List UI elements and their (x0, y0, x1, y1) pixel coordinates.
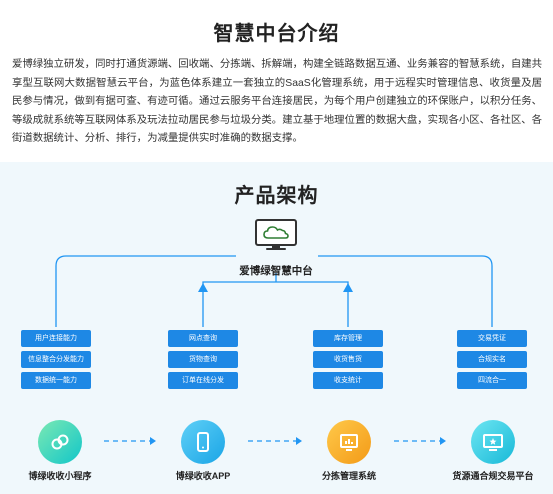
capability-tag: 订单在线分发 (168, 372, 238, 389)
capability-tag: 四流合一 (457, 372, 527, 389)
product-label: 分拣管理系统 (321, 471, 376, 481)
product-label: 博绿收收APP (175, 471, 231, 481)
outer-connector-right (318, 255, 493, 327)
intro-paragraph: 爱博绿独立研发，同时打通货源端、回收端、分拣端、拆解端，构建全链路数据互通、业务… (12, 59, 542, 144)
capability-tag: 用户连接能力 (21, 330, 91, 347)
trading-platform-icon (471, 420, 515, 464)
product-label: 货源通合规交易平台 (452, 471, 534, 481)
product-label: 博绿收收小程序 (28, 471, 92, 481)
connector-lines (55, 255, 493, 445)
capability-tag: 信息整合分发能力 (21, 351, 91, 368)
product-sorting-system: 分拣管理系统 (289, 420, 409, 482)
capability-column-1: 用户连接能力 信息整合分发能力 数据统一能力 (21, 330, 91, 393)
capability-tag: 收支统计 (313, 372, 383, 389)
capability-tag: 货物查询 (168, 351, 238, 368)
capability-tag: 交易凭证 (457, 330, 527, 347)
outer-connector (55, 255, 236, 327)
capability-tag: 合规实名 (457, 351, 527, 368)
intro-section: 智慧中台介绍 爱博绿独立研发，同时打通货源端、回收端、分拣端、拆解端，构建全链路… (0, 0, 553, 162)
architecture-title: 产品架构 (234, 185, 319, 207)
mini-program-icon (38, 420, 82, 464)
capability-tag: 库存管理 (313, 330, 383, 347)
center-platform-label: 爱博绿智慧中台 (239, 265, 313, 277)
phone-app-icon (181, 420, 225, 464)
product-mini-program: 博绿收收小程序 (0, 420, 120, 482)
inner-connector-right (276, 281, 349, 327)
arrow-up-col3 (343, 283, 353, 292)
capability-column-4: 交易凭证 合规实名 四流合一 (457, 330, 527, 393)
intro-title: 智慧中台介绍 (213, 23, 340, 45)
capability-tag: 收货售货 (313, 351, 383, 368)
architecture-section: 产品架构 爱博绿智慧中台 用户连接能力 信息整合分发能力 (0, 162, 553, 494)
arrow-up-col2 (198, 283, 208, 292)
capability-tag: 数据统一能力 (21, 372, 91, 389)
dashboard-screen-icon (327, 420, 371, 464)
product-app: 博绿收收APP (143, 420, 263, 482)
product-trading-platform: 货源通合规交易平台 (433, 420, 553, 482)
inner-connector-left (202, 281, 276, 327)
cloud-monitor-icon (255, 219, 297, 250)
capability-tag: 网点查询 (168, 330, 238, 347)
capability-column-3: 库存管理 收货售货 收支统计 (313, 330, 383, 393)
capability-column-2: 网点查询 货物查询 订单在线分发 (168, 330, 238, 393)
